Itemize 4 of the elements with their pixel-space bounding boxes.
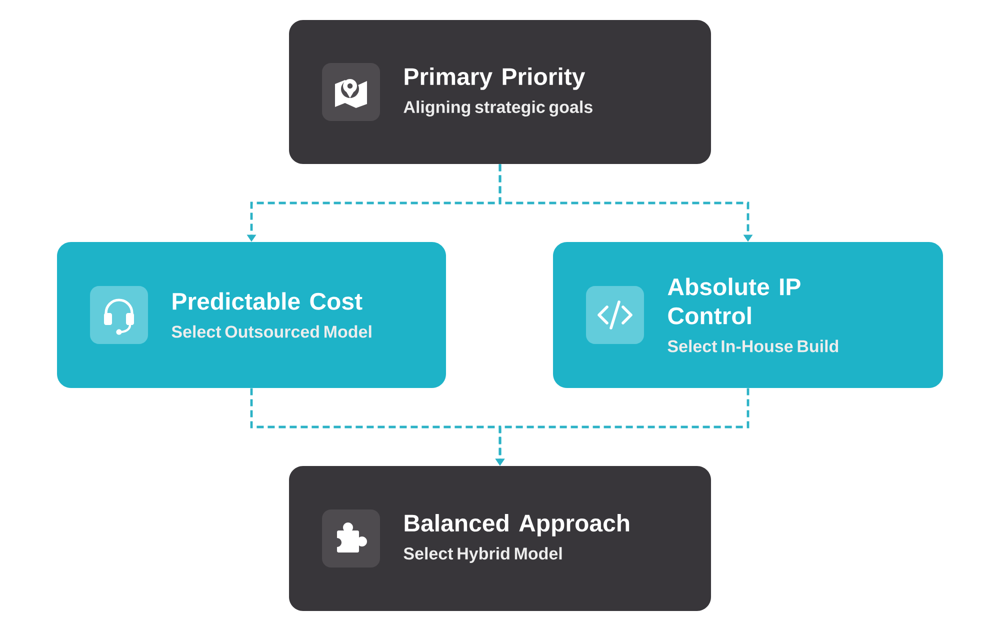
process-box: Predictable Cost Select Outsourced Model [57, 242, 446, 388]
process-box: Absolute IP Control Select In-House Build [553, 242, 943, 388]
process-box: Balanced Approach Select Hybrid Model [289, 466, 711, 611]
process-box: Primary Priority Aligning strategic goals [289, 20, 711, 164]
